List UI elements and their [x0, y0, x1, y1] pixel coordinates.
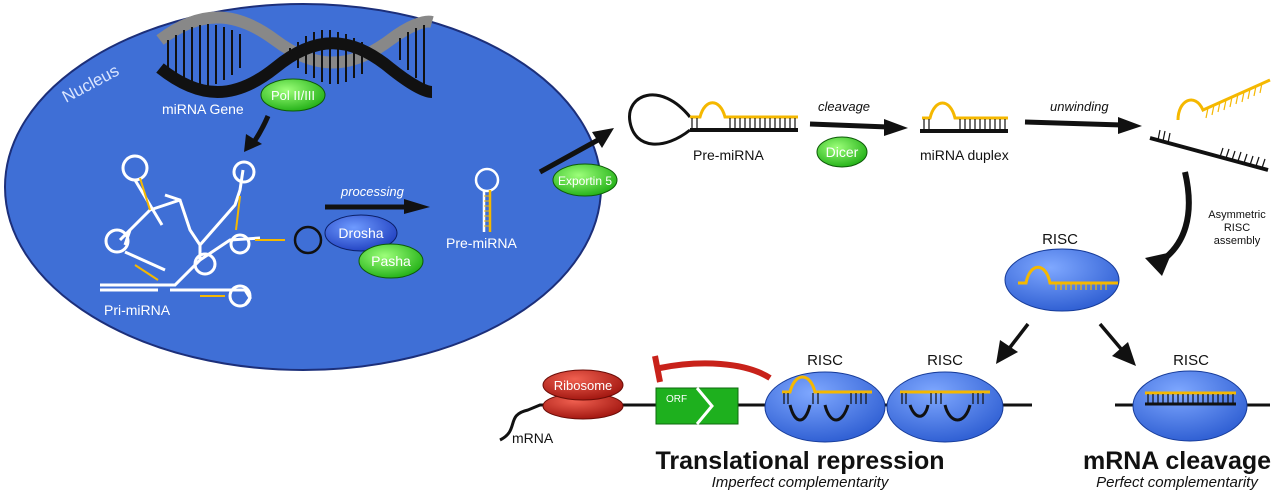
mrna-label: mRNA — [512, 430, 554, 446]
asymmetric-label-2: RISC — [1224, 222, 1250, 234]
dna-helix — [156, 11, 434, 98]
mirna-duplex — [920, 101, 1008, 133]
risc-complex-repression-2 — [886, 371, 1004, 443]
pasha-protein: Pasha — [358, 243, 424, 279]
mirna-gene-label: miRNA Gene — [162, 101, 244, 117]
ribosome: Ribosome — [542, 369, 624, 420]
pri-mirna-yellow-segments — [134, 177, 285, 297]
processing-label: processing — [340, 184, 405, 199]
pri-mirna-structure — [100, 154, 261, 308]
arrow-gene-to-pri — [244, 115, 271, 152]
exportin-5-protein: Exportin 5 — [552, 163, 618, 197]
risc-complex-repression-1 — [764, 371, 886, 443]
dicer-protein: Dicer — [816, 136, 868, 168]
pri-mirna-black-loop — [293, 225, 323, 255]
risc-right-label: RISC — [1173, 352, 1209, 369]
drosha-protein: Drosha — [324, 214, 398, 252]
exportin-label: Exportin 5 — [558, 174, 612, 188]
processing-arrow — [325, 199, 430, 214]
perfect-complementarity-label: Perfect complementarity — [1096, 474, 1259, 491]
asymmetric-label-3: assembly — [1214, 235, 1261, 247]
pri-mirna-label: Pri-miRNA — [104, 302, 171, 318]
asymmetric-label-1: Asymmetric — [1208, 209, 1266, 221]
cleavage-label: cleavage — [818, 99, 870, 114]
dicer-label: Dicer — [826, 144, 859, 160]
pre-mirna-cyto-label: Pre-miRNA — [693, 147, 764, 163]
branch-arrow-left — [996, 322, 1030, 364]
branch-arrow-right — [1098, 322, 1136, 366]
risc-complex-loaded — [1004, 248, 1120, 312]
mrna-cleavage-title: mRNA cleavage — [1083, 447, 1271, 475]
pasha-label: Pasha — [371, 253, 411, 269]
mirna-duplex-label: miRNA duplex — [920, 147, 1009, 163]
risc-top-label: RISC — [1042, 231, 1078, 248]
risc-complex-cleavage — [1115, 370, 1270, 442]
inhibition-arrow — [652, 355, 772, 383]
imperfect-complementarity-label: Imperfect complementarity — [712, 474, 890, 491]
unwound-strands — [1149, 78, 1271, 172]
pre-mirna-hairpin-nucleus — [474, 167, 500, 232]
pre-mirna-hairpin-cytoplasm — [628, 93, 798, 146]
unwinding-label: unwinding — [1050, 99, 1109, 114]
drosha-label: Drosha — [338, 225, 383, 241]
ribosome-label: Ribosome — [554, 378, 613, 393]
pol-label: Pol II/III — [271, 88, 315, 103]
orf-box: ORF — [655, 387, 739, 425]
risc-assembly-arrow — [1145, 171, 1192, 276]
translational-repression-title: Translational repression — [656, 447, 945, 475]
pre-mirna-nucleus-label: Pre-miRNA — [446, 235, 517, 251]
unwinding-arrow — [1024, 117, 1142, 134]
orf-label: ORF — [666, 394, 687, 405]
pol-ii-iii-protein: Pol II/III — [260, 78, 326, 112]
risc-left2-label: RISC — [927, 352, 963, 369]
cleavage-arrow — [809, 119, 908, 136]
export-arrow — [538, 128, 614, 175]
mrna-strand-left — [499, 403, 1032, 442]
risc-left1-label: RISC — [807, 352, 843, 369]
